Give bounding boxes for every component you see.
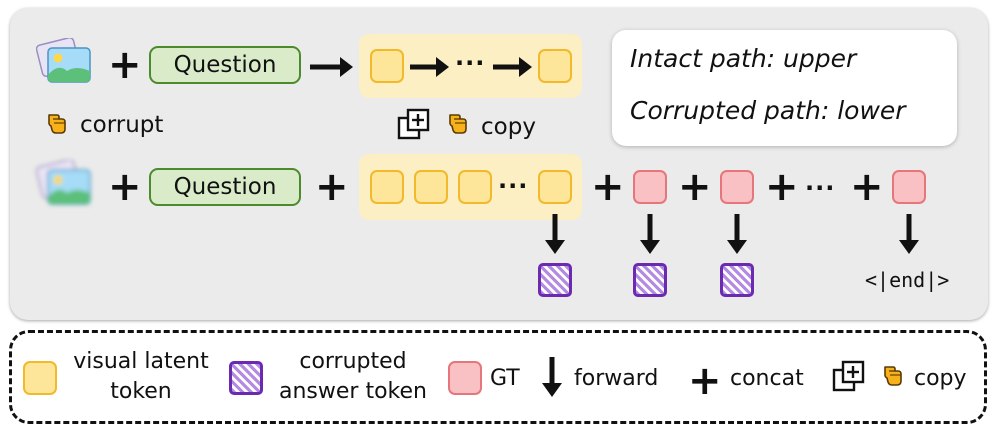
- end-token-label: <|end|>: [865, 268, 950, 292]
- arrow-right-icon: [410, 57, 449, 77]
- corrupted-path-text: Corrupted path: lower: [630, 96, 906, 125]
- copy-icon: [397, 108, 430, 140]
- latent-token: [538, 170, 572, 204]
- arrow-down-icon: [640, 214, 660, 254]
- legend-latent-text: visual latent token: [73, 349, 209, 404]
- latent-token: [458, 170, 492, 204]
- ellipsis: ···: [805, 174, 836, 202]
- arrow-down-icon: [542, 357, 562, 397]
- question-box: Question: [149, 168, 301, 206]
- legend-copy-text: copy: [914, 366, 967, 391]
- latent-token: [370, 170, 404, 204]
- gt-token: [633, 170, 667, 204]
- plus-icon: +: [688, 358, 722, 404]
- legend-corrupted-swatch: [229, 361, 263, 395]
- plus-icon: +: [765, 164, 799, 210]
- corrupted-answer-token: [633, 263, 667, 297]
- legend-concat-text: concat: [730, 366, 804, 391]
- arrow-right-icon: [310, 57, 353, 77]
- intact-path-text: Intact path: upper: [630, 44, 857, 73]
- arrow-down-icon: [899, 214, 919, 254]
- legend-forward-text: forward: [574, 366, 659, 391]
- pointing-hand-icon: [48, 114, 66, 134]
- plus-icon: +: [108, 42, 142, 88]
- plus-icon: +: [108, 164, 142, 210]
- corrupt-label: corrupt: [80, 112, 164, 138]
- legend-gt-swatch: [448, 361, 482, 395]
- plus-icon: +: [315, 164, 349, 210]
- copy-icon: [832, 360, 865, 392]
- plus-icon: +: [591, 164, 625, 210]
- legend-corrupted-text: corrupted answer token: [279, 349, 427, 404]
- path-info-box: Intact path: upper Corrupted path: lower: [612, 30, 957, 146]
- gt-token: [892, 170, 926, 204]
- pointing-hand-icon: [884, 366, 902, 386]
- legend-gt-text: GT: [490, 366, 520, 391]
- latent-token: [370, 49, 404, 83]
- latent-token: [538, 49, 572, 83]
- blurred-image-icon: [36, 160, 91, 205]
- question-box: Question: [149, 46, 301, 84]
- legend: [9, 330, 987, 424]
- pointing-hand-icon: [449, 114, 467, 134]
- corrupted-answer-token: [538, 263, 572, 297]
- corrupted-answer-token: [720, 263, 754, 297]
- arrow-right-icon: [493, 57, 532, 77]
- latent-token: [414, 170, 448, 204]
- image-icon: [36, 38, 91, 83]
- ellipsis: ···: [455, 49, 486, 77]
- plus-icon: +: [850, 164, 884, 210]
- plus-icon: +: [678, 164, 712, 210]
- arrow-down-icon: [727, 214, 747, 254]
- copy-label: copy: [481, 114, 536, 140]
- gt-token: [720, 170, 754, 204]
- legend-latent-swatch: [23, 361, 57, 395]
- arrow-down-icon: [545, 214, 565, 254]
- ellipsis: ···: [498, 172, 529, 200]
